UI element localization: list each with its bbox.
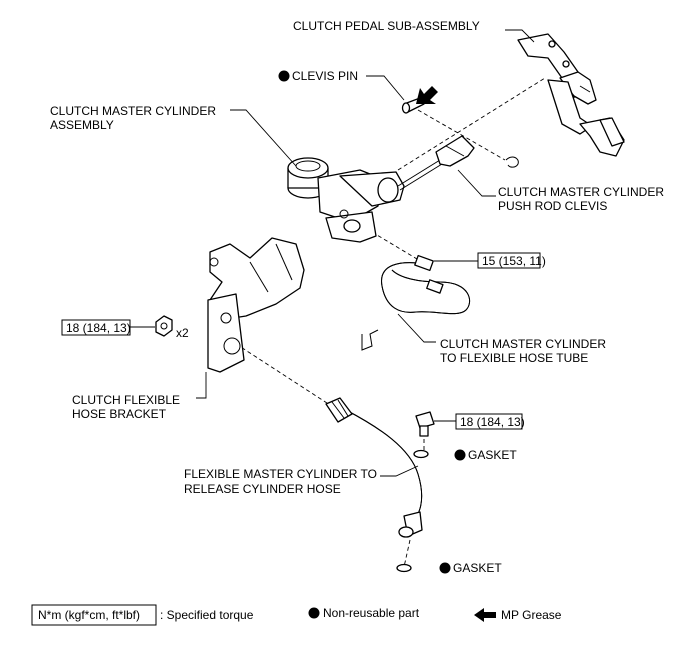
clevis-pin-label: CLEVIS PIN [292,69,358,83]
hose-label-line2: RELEASE CYLINDER HOSE [184,482,341,496]
grease-arrow-icon [416,86,438,104]
legend-torque-text: : Specified torque [160,608,254,622]
union-bolt-drawing [415,411,435,437]
tube-torque-value: 15 (153, 11) [482,254,546,268]
gasket-lower-nonreusable-icon [439,562,451,574]
leader-lines [130,29,535,477]
gasket-lower-drawing [396,563,412,573]
tube-drawing [381,254,471,315]
clevis-pin-nonreusable-icon [278,70,290,82]
gasket-upper-label: GASKET [468,448,517,462]
clip-drawing [505,156,519,168]
master-cylinder-drawing [287,135,475,243]
alignment-lines [229,77,546,568]
hose-label-line1: FLEXIBLE MASTER CYLINDER TO [184,467,377,481]
tube-label-line1: CLUTCH MASTER CYLINDER [440,337,606,351]
clutch-pedal-drawing [517,33,625,157]
legend-nonreusable-text: Non-reusable part [323,606,420,620]
legend-grease-text: MP Grease [501,608,562,622]
push-rod-clevis-label-line2: PUSH ROD CLEVIS [498,199,607,213]
gasket-upper-nonreusable-icon [454,449,466,461]
bolt-torque-value: 18 (184, 13) [460,415,525,429]
tube-torque-box [477,252,541,269]
bracket-nut-drawing [155,315,173,337]
master-cylinder-label-line2: ASSEMBLY [50,118,114,132]
bolt-torque-box [455,413,523,430]
mp-grease-arrow-icon [474,608,496,622]
gasket-upper-drawing [413,449,429,459]
push-rod-clevis-label-line1: CLUTCH MASTER CYLINDER [498,185,664,199]
master-cylinder-label-line1: CLUTCH MASTER CYLINDER [50,104,216,118]
nut-torque-value: 18 (184, 13) [66,321,131,335]
tube-label-line2: TO FLEXIBLE HOSE TUBE [440,351,588,365]
nut-torque-box [61,319,131,336]
legend-torque-units: N*m (kgf*cm, ft*lbf) [38,608,140,622]
nut-quantity-label: x2 [176,326,189,340]
bracket-label-line2: HOSE BRACKET [72,407,167,421]
legend: N*m (kgf*cm, ft*lbf) : Specified torque … [31,604,562,626]
legend-torque-box [31,604,157,626]
bracket-label-line1: CLUTCH FLEXIBLE [72,393,180,407]
hose-bracket-drawing [207,237,305,373]
clutch-pedal-label: CLUTCH PEDAL SUB-ASSEMBLY [293,19,480,33]
nonreusable-part-icon [308,607,320,619]
flexible-hose-drawing [325,397,423,538]
gasket-lower-label: GASKET [453,561,502,575]
hose-clip-drawing [361,329,379,351]
